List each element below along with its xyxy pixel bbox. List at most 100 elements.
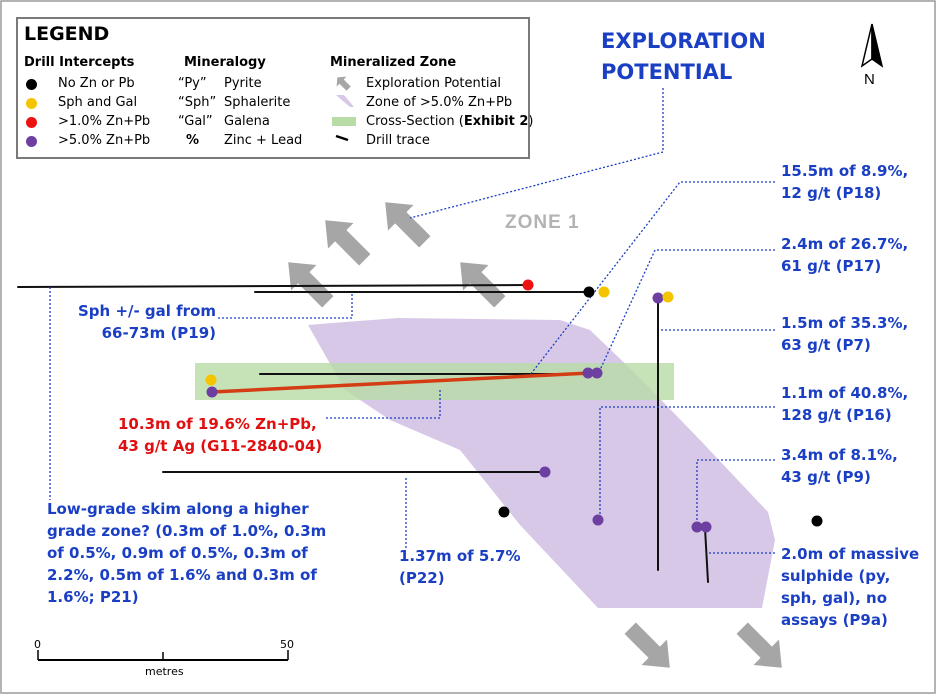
label-line: 128 g/t (P16) bbox=[781, 406, 892, 424]
legend-drill-item: >1.0% Zn+Pb bbox=[58, 114, 151, 129]
legend-zone-item: Drill trace bbox=[366, 133, 430, 148]
exploration-arrow bbox=[325, 220, 371, 266]
intercept-dot bbox=[582, 367, 594, 379]
legend-mineral-abbr: % bbox=[186, 133, 200, 148]
label-p9: 3.4m of 8.1%, 43 g/t (P9) bbox=[781, 444, 898, 488]
label-p22: 1.37m of 5.7% (P22) bbox=[399, 545, 521, 589]
drill-trace-p9a bbox=[704, 527, 709, 583]
label-line: assays (P9a) bbox=[781, 611, 888, 629]
legend-zone-swatch bbox=[336, 95, 354, 107]
legend-mineral-name: Galena bbox=[224, 114, 270, 129]
label-line: 66-73m (P19) bbox=[101, 324, 217, 342]
label-line: 15.5m of 8.9%, bbox=[781, 162, 909, 180]
label-line: (P22) bbox=[399, 569, 445, 587]
intercept-dot bbox=[583, 286, 595, 298]
legend-dot-red bbox=[26, 117, 37, 128]
legend-dot-purple bbox=[26, 136, 37, 147]
label-line: 61 g/t (P17) bbox=[781, 257, 882, 275]
label-line: 2.0m of massive bbox=[781, 545, 920, 563]
intercept-dot bbox=[539, 466, 551, 478]
label-line: sulphide (py, bbox=[781, 567, 891, 585]
mineralized-zone bbox=[308, 318, 775, 608]
legend-trace-swatch bbox=[335, 134, 349, 142]
intercept-dot bbox=[591, 367, 603, 379]
legend-title: LEGEND bbox=[24, 23, 110, 45]
leader-main bbox=[325, 390, 441, 419]
legend-arrow-icon bbox=[336, 76, 351, 91]
legend-zone-item: Cross-Section (Exhibit 2) bbox=[366, 114, 533, 129]
scale-bar: 0 50 metres bbox=[34, 638, 294, 678]
label-p17: 2.4m of 26.7%, 61 g/t (P17) bbox=[781, 233, 908, 277]
legend-mineral-name: Pyrite bbox=[224, 76, 262, 91]
label-p16: 1.1m of 40.8%, 128 g/t (P16) bbox=[781, 382, 908, 426]
north-arrow-icon: N bbox=[860, 23, 884, 88]
label-line: grade zone? (0.3m of 1.0%, 0.3m bbox=[47, 522, 327, 540]
exploration-arrow bbox=[460, 262, 506, 308]
intercept-dot bbox=[592, 514, 604, 526]
legend-mineral-abbr: “Sph” bbox=[178, 95, 217, 110]
north-label: N bbox=[864, 71, 875, 88]
legend-box: LEGEND Drill Intercepts No Zn or Pb Sph … bbox=[16, 17, 533, 159]
label-line: 2.4m of 26.7%, bbox=[781, 235, 909, 253]
legend-drill-header: Drill Intercepts bbox=[24, 55, 135, 70]
legend-mineral-abbr: “Gal” bbox=[178, 114, 213, 129]
legend-mineral-name: Zinc + Lead bbox=[224, 133, 303, 148]
legend-zone-swatches bbox=[332, 76, 356, 142]
exploration-arrow bbox=[624, 622, 670, 668]
drill-traces bbox=[17, 284, 709, 583]
legend-drill-item: Sph and Gal bbox=[58, 95, 138, 110]
scale-end: 50 bbox=[280, 638, 294, 651]
exploration-arrow bbox=[385, 202, 431, 248]
label-line: 1.1m of 40.8%, bbox=[781, 384, 909, 402]
legend-drill-item: >5.0% Zn+Pb bbox=[58, 133, 151, 148]
legend-dot-yellow bbox=[26, 98, 37, 109]
intercept-dot bbox=[598, 286, 610, 298]
label-p19: Sph +/- gal from 66-73m (P19) bbox=[78, 300, 216, 344]
intercept-dot bbox=[691, 521, 703, 533]
intercept-dot bbox=[652, 292, 664, 304]
intercept-dot bbox=[811, 515, 823, 527]
label-line: 63 g/t (P7) bbox=[781, 336, 871, 354]
exploration-title: EXPLORATION POTENTIAL bbox=[601, 26, 766, 88]
leader-p18 bbox=[529, 181, 775, 376]
leader-p9 bbox=[696, 459, 775, 522]
label-line: sph, gal), no bbox=[781, 589, 888, 607]
intercept-dot bbox=[522, 279, 534, 291]
label-p9a: 2.0m of massive sulphide (py, sph, gal),… bbox=[781, 543, 919, 631]
intercept-dot bbox=[205, 374, 217, 386]
legend-section-end: ) bbox=[528, 114, 534, 129]
leader-title bbox=[409, 88, 664, 219]
legend-zone-item: Exploration Potential bbox=[366, 76, 502, 91]
legend-section-text: Cross-Section ( bbox=[366, 114, 464, 129]
leader-p19 bbox=[218, 292, 353, 319]
leader-lines bbox=[49, 88, 775, 554]
legend-mineral-abbr: “Py” bbox=[178, 76, 207, 91]
label-line: 43 g/t Ag (G11-2840-04) bbox=[118, 437, 323, 455]
scale-start: 0 bbox=[34, 638, 41, 651]
legend-mineral-header: Mineralogy bbox=[184, 55, 266, 70]
intercept-dot bbox=[498, 506, 510, 518]
exploration-arrow bbox=[736, 622, 782, 668]
label-p21: Low-grade skim along a higher grade zone… bbox=[47, 498, 326, 608]
legend-mineral-name: Sphalerite bbox=[224, 95, 291, 110]
title-line: POTENTIAL bbox=[601, 60, 733, 84]
label-line: 10.3m of 19.6% Zn+Pb, bbox=[118, 415, 317, 433]
label-line: of 0.5%, 0.9m of 0.5%, 0.3m of bbox=[47, 544, 308, 562]
leader-p17 bbox=[599, 249, 775, 371]
label-line: Low-grade skim along a higher bbox=[47, 500, 309, 518]
legend-section-swatch bbox=[332, 117, 356, 126]
zone-1-label: ZONE 1 bbox=[505, 212, 580, 233]
intercept-dot bbox=[206, 386, 218, 398]
intercept-dot bbox=[700, 521, 712, 533]
label-line: Sph +/- gal from bbox=[78, 302, 217, 320]
exploration-arrow bbox=[288, 262, 334, 308]
legend-section-bold: Exhibit 2 bbox=[463, 114, 529, 129]
label-line: 2.2%, 0.5m of 1.6% and 0.3m of bbox=[47, 566, 317, 584]
label-line: 43 g/t (P9) bbox=[781, 468, 871, 486]
legend-dot-black bbox=[26, 79, 37, 90]
label-line: 1.5m of 35.3%, bbox=[781, 314, 909, 332]
legend-zone-header: Mineralized Zone bbox=[330, 55, 457, 70]
label-main-intercept: 10.3m of 19.6% Zn+Pb, 43 g/t Ag (G11-284… bbox=[118, 413, 322, 457]
